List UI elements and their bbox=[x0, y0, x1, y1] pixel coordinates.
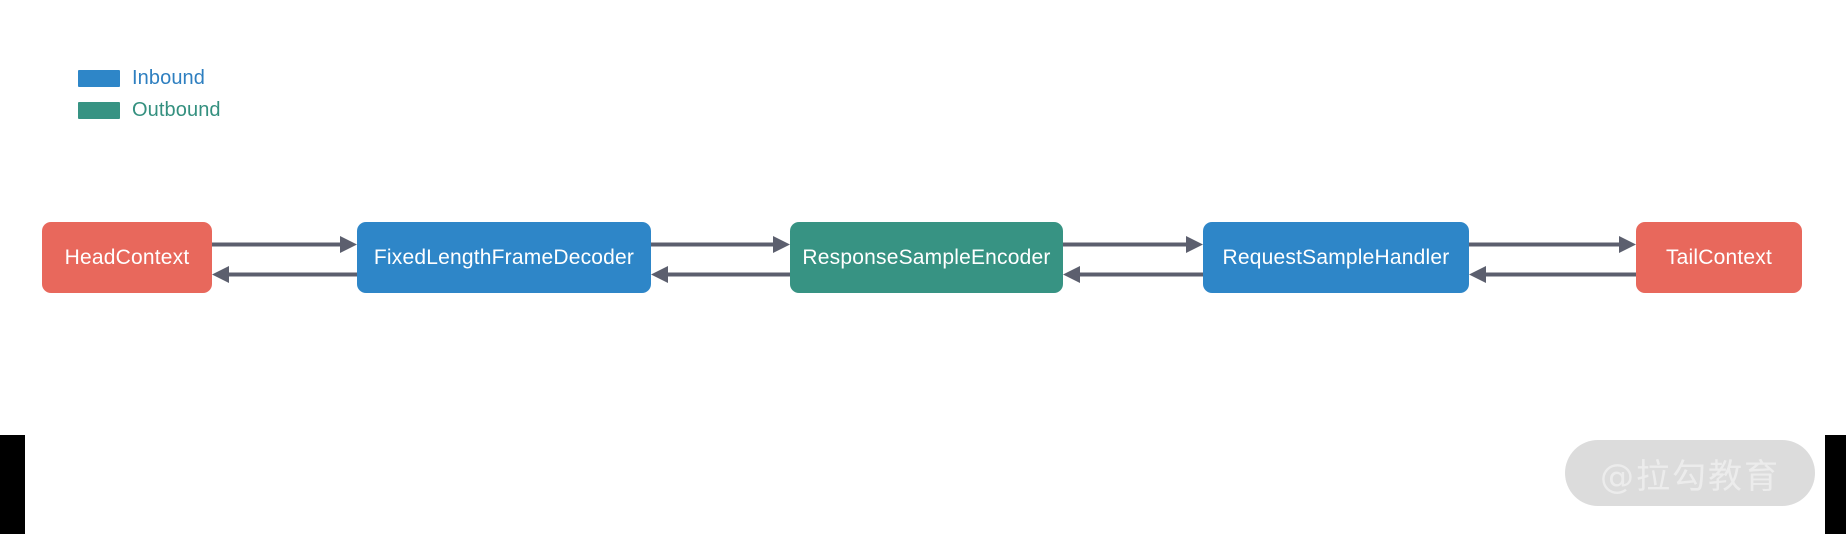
node-label: ResponseSampleEncoder bbox=[802, 245, 1051, 269]
legend-item-outbound: Outbound bbox=[78, 100, 221, 120]
legend-swatch-inbound bbox=[78, 69, 120, 87]
arrow-decoder-to-encoder bbox=[651, 235, 790, 256]
legend-label-inbound: Inbound bbox=[132, 67, 205, 89]
legend: Inbound Outbound bbox=[78, 68, 221, 120]
legend-swatch-outbound bbox=[78, 101, 120, 119]
node-label: FixedLengthFrameDecoder bbox=[373, 245, 635, 269]
node-label: HeadContext bbox=[64, 245, 190, 269]
arrow-encoder-to-decoder bbox=[651, 265, 790, 286]
arrow-handler-to-encoder bbox=[1063, 265, 1203, 286]
arrow-head-to-decoder bbox=[212, 235, 357, 256]
node-encoder[interactable]: ResponseSampleEncoder bbox=[790, 222, 1063, 293]
watermark: @拉勾教育 bbox=[1565, 440, 1815, 506]
left-black-bar bbox=[0, 435, 25, 534]
node-decoder[interactable]: FixedLengthFrameDecoder bbox=[357, 222, 651, 293]
node-tail[interactable]: TailContext bbox=[1636, 222, 1802, 293]
node-head[interactable]: HeadContext bbox=[42, 222, 212, 293]
node-label: RequestSampleHandler bbox=[1222, 245, 1450, 269]
right-black-bar bbox=[1825, 435, 1846, 534]
watermark-text: @拉勾教育 bbox=[1600, 456, 1780, 497]
arrow-encoder-to-handler bbox=[1063, 235, 1203, 256]
arrow-handler-to-tail bbox=[1469, 235, 1636, 256]
legend-label-outbound: Outbound bbox=[132, 99, 221, 121]
legend-item-inbound: Inbound bbox=[78, 68, 221, 88]
arrow-tail-to-handler bbox=[1469, 265, 1636, 286]
node-handler[interactable]: RequestSampleHandler bbox=[1203, 222, 1469, 293]
arrow-decoder-to-head bbox=[212, 265, 357, 286]
node-label: TailContext bbox=[1665, 245, 1773, 269]
